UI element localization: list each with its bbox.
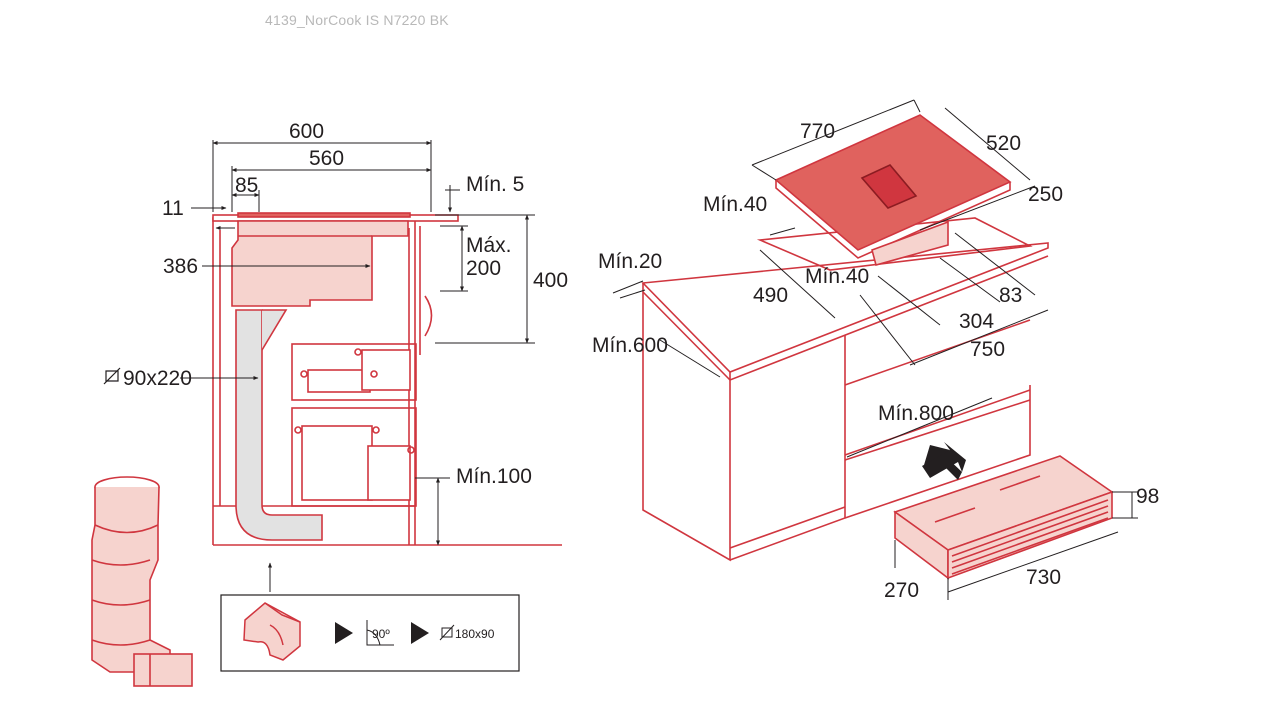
cabinet-right <box>844 385 1031 519</box>
page-title: 4139_NorCook IS N7220 BK <box>265 12 449 28</box>
duct-top-guide <box>261 309 288 351</box>
pot-medium <box>367 445 411 501</box>
side-view-labels: 600 560 85 11 Mín. 5 Máx. 200 400 386 90… <box>123 120 568 488</box>
angle-icon <box>366 620 394 646</box>
pot-small-back <box>361 349 411 391</box>
hob-glass <box>237 212 411 218</box>
dim-max-label: Máx. <box>466 234 512 257</box>
dim-max-200: 200 <box>466 257 501 280</box>
dim-83: 83 <box>999 284 1022 307</box>
dim-770: 770 <box>800 120 835 143</box>
dim-520: 520 <box>986 132 1021 155</box>
elbow-duct-icon <box>243 602 301 661</box>
side-section-view <box>212 212 562 546</box>
hob-fan-unit <box>231 220 409 307</box>
dim-min-800: Mín.800 <box>878 402 954 425</box>
dim-750: 750 <box>970 338 1005 361</box>
angle-label: 90º <box>372 627 390 641</box>
drawer-bottom <box>291 407 417 507</box>
worktop-top <box>641 242 1049 373</box>
isometric-view <box>641 114 1114 580</box>
dim-min-100: Mín.100 <box>456 465 532 488</box>
dim-11: 11 <box>162 197 184 220</box>
diameter-icon <box>103 367 121 385</box>
duct-accessory-inset: 90º 180x90 <box>220 594 520 672</box>
extraction-duct <box>235 309 323 541</box>
hob-vent-grille <box>860 164 918 209</box>
iso-dimensions <box>612 99 1138 600</box>
dim-400: 400 <box>533 269 568 292</box>
pot-large <box>301 425 373 501</box>
play-arrow-icon-2 <box>411 622 429 644</box>
pot-small <box>307 369 371 393</box>
door-hinge <box>424 295 433 337</box>
iso-view-labels: 770 520 250 Mín.40 Mín.20 490 Mín.40 83 … <box>592 120 1159 602</box>
flexible-duct-illustration <box>91 476 193 687</box>
dim-min-5: Mín. 5 <box>466 173 524 196</box>
dim-min-20: Mín.20 <box>598 250 662 273</box>
insert-arrow-large <box>922 442 966 478</box>
dim-98: 98 <box>1136 485 1159 508</box>
dim-min-600: Mín.600 <box>592 334 668 357</box>
inset-duct-size: 180x90 <box>455 627 495 641</box>
dim-490: 490 <box>753 284 788 307</box>
play-arrow-icon <box>335 622 353 644</box>
cabinet-front <box>729 335 846 561</box>
dim-min-40-top: Mín.40 <box>703 193 767 216</box>
dim-304: 304 <box>959 310 994 333</box>
dim-270: 270 <box>884 579 919 602</box>
dim-560: 560 <box>309 147 344 170</box>
drawer-top <box>291 343 417 401</box>
dim-duct-size: 90x220 <box>123 367 192 390</box>
dim-250: 250 <box>1028 183 1063 206</box>
dim-600: 600 <box>289 120 324 143</box>
diameter-icon-small <box>439 624 455 641</box>
hob-extractor-housing <box>871 220 949 266</box>
dim-386: 386 <box>163 255 198 278</box>
dim-min-40-mid: Mín.40 <box>805 265 869 288</box>
filter-drawer-box <box>893 455 1114 580</box>
dim-730: 730 <box>1026 566 1061 589</box>
cabinet-left-side <box>642 292 731 562</box>
side-view-dimensions <box>180 140 535 592</box>
dim-85: 85 <box>235 174 258 197</box>
